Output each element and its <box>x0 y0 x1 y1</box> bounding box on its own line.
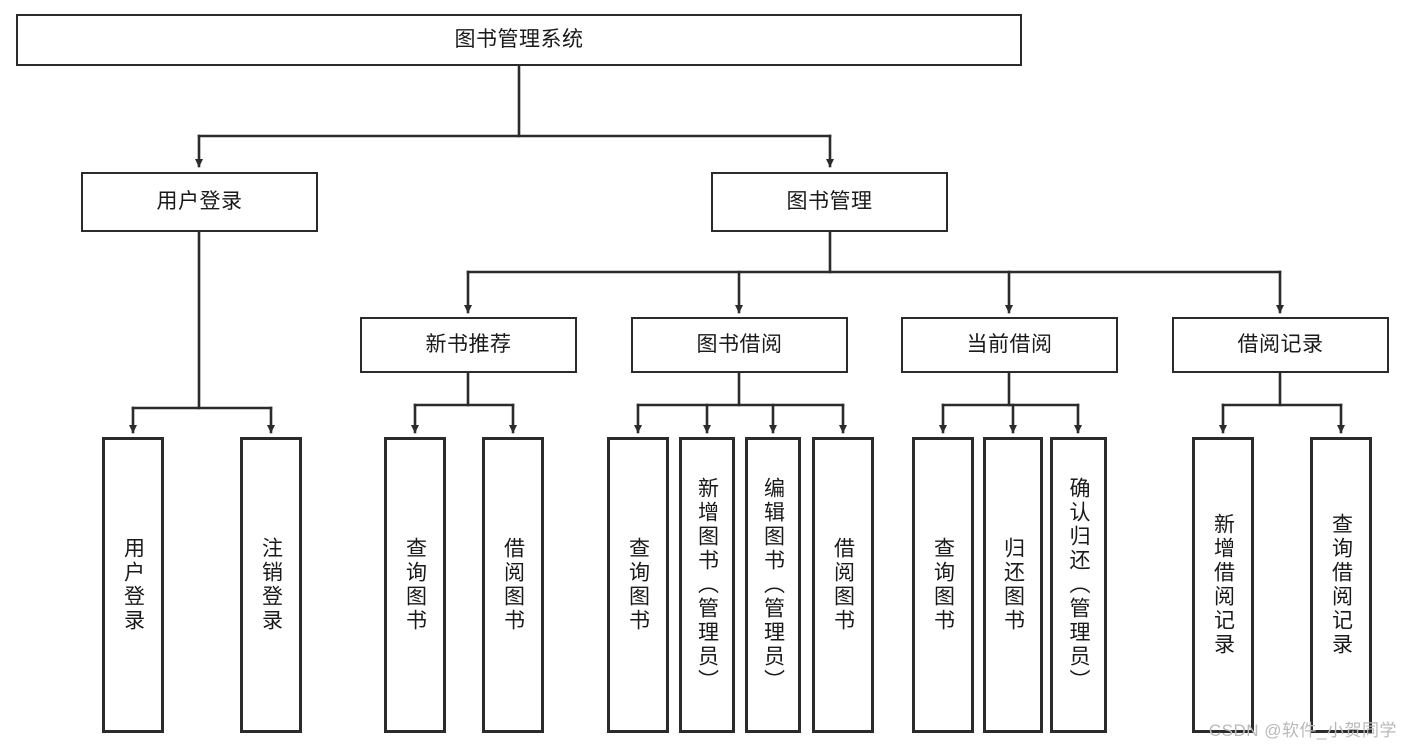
node-label-new-book-recommend: 新书推荐 <box>425 332 512 356</box>
node-user-login[interactable]: 用户登录 <box>81 172 318 232</box>
node-label-leaf-query-book-1: 查询图书 <box>403 537 427 633</box>
node-leaf-query-book-1[interactable]: 查询图书 <box>384 437 446 733</box>
node-label-leaf-user-login: 用户登录 <box>121 537 145 633</box>
node-label-leaf-query-book-2: 查询图书 <box>626 537 650 633</box>
node-label-leaf-user-logout: 注销登录 <box>259 537 283 633</box>
node-label-book-management: 图书管理 <box>786 189 873 213</box>
node-leaf-add-record[interactable]: 新增借阅记录 <box>1192 437 1254 733</box>
node-label-leaf-add-book: 新增图书（管理员） <box>695 477 719 693</box>
node-label-leaf-add-record: 新增借阅记录 <box>1211 513 1235 657</box>
node-leaf-query-book-2[interactable]: 查询图书 <box>607 437 669 733</box>
node-leaf-user-logout[interactable]: 注销登录 <box>240 437 302 733</box>
node-current-borrow[interactable]: 当前借阅 <box>901 317 1118 373</box>
node-borrow-record[interactable]: 借阅记录 <box>1172 317 1389 373</box>
node-leaf-confirm-return[interactable]: 确认归还（管理员） <box>1050 437 1107 733</box>
node-root-book-management-system[interactable]: 图书管理系统 <box>16 14 1022 66</box>
node-label-leaf-borrow-book-1: 借阅图书 <box>501 537 525 633</box>
node-leaf-return-book[interactable]: 归还图书 <box>983 437 1043 733</box>
node-label-current-borrow: 当前借阅 <box>966 332 1053 356</box>
node-leaf-borrow-book-2[interactable]: 借阅图书 <box>812 437 874 733</box>
node-label-leaf-edit-book: 编辑图书（管理员） <box>761 477 785 693</box>
node-leaf-user-login[interactable]: 用户登录 <box>102 437 164 733</box>
node-label-root: 图书管理系统 <box>454 27 584 51</box>
node-new-book-recommend[interactable]: 新书推荐 <box>360 317 577 373</box>
node-label-leaf-query-book-3: 查询图书 <box>931 537 955 633</box>
node-label-user-login: 用户登录 <box>156 189 243 213</box>
node-label-leaf-confirm-return: 确认归还（管理员） <box>1067 477 1090 693</box>
node-leaf-borrow-book-1[interactable]: 借阅图书 <box>482 437 544 733</box>
node-leaf-add-book[interactable]: 新增图书（管理员） <box>679 437 735 733</box>
node-label-borrow-record: 借阅记录 <box>1237 332 1324 356</box>
node-label-book-borrow: 图书借阅 <box>696 332 783 356</box>
node-book-management[interactable]: 图书管理 <box>711 172 948 232</box>
node-book-borrow[interactable]: 图书借阅 <box>631 317 848 373</box>
node-leaf-query-record[interactable]: 查询借阅记录 <box>1310 437 1372 733</box>
node-label-leaf-return-book: 归还图书 <box>1001 537 1025 633</box>
node-label-leaf-query-record: 查询借阅记录 <box>1329 513 1353 657</box>
node-leaf-edit-book[interactable]: 编辑图书（管理员） <box>745 437 801 733</box>
node-label-leaf-borrow-book-2: 借阅图书 <box>831 537 855 633</box>
node-leaf-query-book-3[interactable]: 查询图书 <box>912 437 974 733</box>
